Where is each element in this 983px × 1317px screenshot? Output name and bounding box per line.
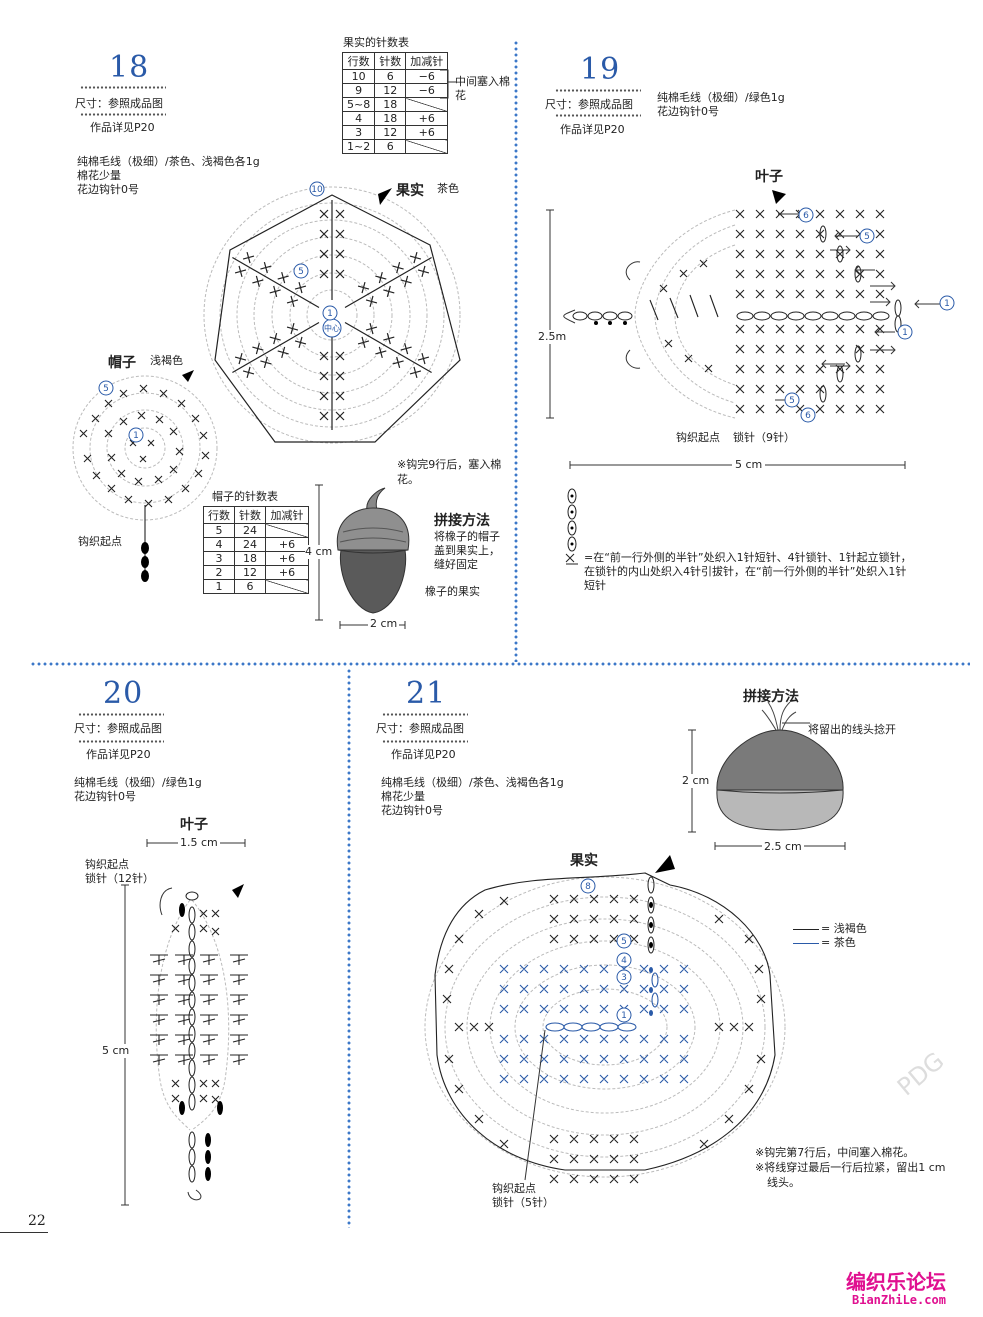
fruit21-notes: ※钩完第7行后，中间塞入棉花。 ※将线穿过最后一行后拉紧，留出1 cm线头。 bbox=[755, 1146, 946, 1189]
leaf19-height: 2.5m bbox=[538, 330, 567, 344]
leaf20-width: 1.5 cm bbox=[178, 836, 220, 850]
special-stitch-symbol bbox=[565, 488, 578, 565]
leaf20-height: 5 cm bbox=[102, 1044, 130, 1058]
leaf-chart-20 bbox=[121, 884, 249, 1206]
legend-brown: = 茶色 bbox=[821, 936, 856, 949]
special-stitch-note: =在“前一行外侧的半针”处织入1针短针、4针锁针、1针起立锁针，在锁针的内山处织… bbox=[584, 551, 912, 592]
leaf19-chain-label: 锁针（9针） bbox=[733, 431, 795, 444]
fruit-marker-1: 1 bbox=[327, 309, 333, 319]
fruit-marker-10: 10 bbox=[311, 185, 323, 195]
acorn-fruit-chart: 中心 10 5 1 bbox=[203, 181, 461, 444]
leaf19-start-label: 钩织起点 bbox=[676, 431, 720, 444]
fruit-marker-5: 5 bbox=[298, 267, 304, 277]
project-20-size: 尺寸：参照成品图 bbox=[74, 722, 162, 735]
acorn-cap-chart: 5 1 bbox=[72, 370, 218, 582]
cap-marker-1: 1 bbox=[133, 431, 139, 441]
fruit-count-table-title: 果实的针数表 bbox=[343, 36, 409, 49]
fruit-title-21: 果实 bbox=[570, 853, 598, 869]
watermark-stamp: PDG bbox=[892, 1046, 950, 1102]
fruit21-marker-4: 4 bbox=[621, 956, 627, 966]
project-20-number: 20 bbox=[103, 676, 144, 711]
watermark-logo: 编织乐论坛 bbox=[846, 1270, 946, 1294]
project-21-size: 尺寸：参照成品图 bbox=[376, 722, 464, 735]
cap-start-label: 钩织起点 bbox=[78, 535, 122, 548]
leaf19-marker-1-outer: 1 bbox=[944, 299, 950, 309]
project-21-number: 21 bbox=[406, 676, 447, 711]
project-18-size: 尺寸：参照成品图 bbox=[75, 97, 163, 110]
leaf19-width: 5 cm bbox=[732, 458, 766, 472]
acorn-width: 2 cm bbox=[368, 617, 400, 631]
project-18-number: 18 bbox=[109, 50, 150, 85]
project-19-size: 尺寸：参照成品图 bbox=[545, 98, 633, 111]
chestnut-illustration bbox=[688, 701, 846, 850]
chestnut-height: 2 cm bbox=[682, 774, 710, 788]
fruit-table-note: 中间塞入棉花 bbox=[455, 75, 510, 102]
leaf19-marker-6-top: 6 bbox=[803, 211, 809, 221]
project-18-detail: 作品详见P20 bbox=[90, 121, 155, 134]
leaf19-marker-5-bottom: 5 bbox=[789, 396, 795, 406]
cap-color: 浅褐色 bbox=[150, 354, 183, 367]
color-legend: = 浅褐色 = 茶色 bbox=[793, 922, 867, 950]
divider-vertical-bottom bbox=[347, 668, 351, 1228]
project-20-detail: 作品详见P20 bbox=[86, 748, 151, 761]
leaf20-start-label: 钩织起点 锁针（12针） bbox=[85, 858, 154, 885]
project-21-materials: 纯棉毛线（极细）/茶色、浅褐色各1g 棉花少量 花边钩针0号 bbox=[381, 776, 564, 817]
fruit21-marker-8: 8 bbox=[585, 882, 591, 892]
assembly-title-18: 拼接方法 bbox=[434, 513, 490, 529]
cap-marker-5: 5 bbox=[103, 384, 109, 394]
legend-swatch-brown bbox=[793, 942, 819, 944]
assembly-text-21: 将留出的线头捻开 bbox=[808, 723, 896, 736]
leaf19-marker-1-inner: 1 bbox=[902, 328, 908, 338]
assembly-text-18: 将橡子的帽子盖到果实上，缝好固定 bbox=[434, 530, 500, 571]
project-19-number: 19 bbox=[580, 52, 621, 87]
leaf-title-19: 叶子 bbox=[755, 169, 783, 185]
project-19-materials: 纯棉毛线（极细）/绿色1g 花边钩针0号 bbox=[657, 91, 785, 118]
acorn-fruit-label: 橡子的果实 bbox=[425, 585, 480, 598]
leaf-title-20: 叶子 bbox=[180, 817, 208, 833]
leaf-chart-19: 6 5 1 1 5 6 bbox=[546, 190, 955, 469]
project-18-materials: 纯棉毛线（极细）/茶色、浅褐色各1g 棉花少量 花边钩针0号 bbox=[77, 155, 260, 196]
legend-light-brown: = 浅褐色 bbox=[821, 922, 867, 935]
leaf19-marker-5-top: 5 bbox=[864, 232, 870, 242]
acorn-height: 4 cm bbox=[305, 545, 333, 559]
fruit-title: 果实 bbox=[396, 183, 424, 199]
fruit21-marker-3: 3 bbox=[621, 973, 627, 983]
fruit21-start-label: 钩织起点 锁针（5针） bbox=[492, 1182, 554, 1209]
project-21-detail: 作品详见P20 bbox=[391, 748, 456, 761]
fruit21-marker-1: 1 bbox=[621, 1011, 627, 1021]
divider-horizontal bbox=[30, 662, 970, 666]
legend-swatch-light-brown bbox=[793, 928, 819, 930]
divider-vertical-top bbox=[514, 40, 518, 662]
fruit-center-label: 中心 bbox=[324, 323, 340, 333]
leaf19-marker-6-bottom: 6 bbox=[805, 411, 811, 421]
assembly-title-21: 拼接方法 bbox=[743, 689, 799, 705]
chestnut-fruit-chart: 8 5 4 3 1 bbox=[424, 855, 786, 1184]
project-19-detail: 作品详见P20 bbox=[560, 123, 625, 136]
cap-title: 帽子 bbox=[108, 355, 136, 371]
fruit21-marker-5: 5 bbox=[621, 937, 627, 947]
chestnut-width: 2.5 cm bbox=[762, 840, 804, 854]
fruit-stuff-note: ※钩完9行后，塞入棉花。 bbox=[397, 458, 502, 486]
watermark-url: BianZhiLe.com bbox=[852, 1293, 946, 1307]
cap-count-table-title: 帽子的针数表 bbox=[212, 490, 278, 503]
fruit-table-note-bracket bbox=[440, 69, 456, 99]
fruit-color: 茶色 bbox=[437, 182, 459, 195]
page-number: 22 bbox=[28, 1213, 46, 1229]
project-20-materials: 纯棉毛线（极细）/绿色1g 花边钩针0号 bbox=[74, 776, 202, 803]
